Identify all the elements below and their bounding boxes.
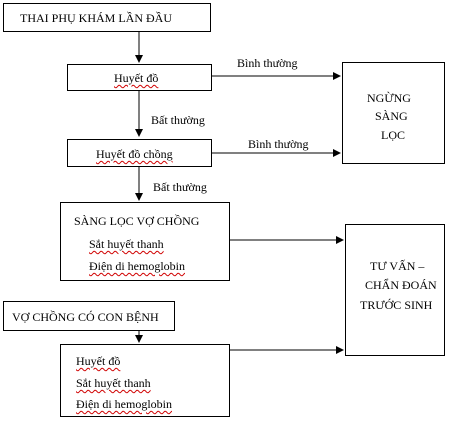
blood-test-box: Huyết đồ xyxy=(67,64,212,91)
edge-label-normal: Bình thường xyxy=(248,137,309,151)
blood-test-label: Huyết đồ xyxy=(114,71,159,85)
spouse-blood-test-label: Huyết đồ chồng xyxy=(96,147,173,161)
edge-label-abnormal: Bất thường xyxy=(151,113,205,127)
counsel-diagnosis-box: TƯ VẤN – CHẨN ĐOÁN TRƯỚC SINH xyxy=(345,224,445,356)
stop-line: LỌC xyxy=(381,128,405,142)
couple-screening-box: SÀNG LỌC VỢ CHỒNG Sắt huyết thanh Điện d… xyxy=(60,202,230,281)
tests-item: Huyết đồ xyxy=(76,354,121,368)
tests-item: Điện di hemoglobin xyxy=(76,397,172,411)
stop-screening-box: NGỪNG SÀNG LỌC xyxy=(342,62,445,164)
couple-screening-item: Sắt huyết thanh xyxy=(89,237,164,251)
counsel-line: TRƯỚC SINH xyxy=(360,298,433,312)
counsel-line: TƯ VẤN – xyxy=(370,259,425,273)
tests-item: Sắt huyết thanh xyxy=(76,376,151,390)
couple-screening-item: Điện di hemoglobin xyxy=(89,259,185,273)
couple-with-sick-child-label: VỢ CHỒNG CÓ CON BỆNH xyxy=(12,310,159,324)
couple-with-child-tests-box: Huyết đồ Sắt huyết thanh Điện di hemoglo… xyxy=(60,344,230,417)
edge-label-abnormal: Bất thường xyxy=(153,180,207,194)
spouse-blood-test-box: Huyết đồ chồng xyxy=(67,139,212,167)
start-label: THAI PHỤ KHÁM LẦN ĐẦU xyxy=(20,11,172,25)
couple-screening-title: SÀNG LỌC VỢ CHỒNG xyxy=(74,214,200,228)
start-box: THAI PHỤ KHÁM LẦN ĐẦU xyxy=(3,3,211,32)
couple-with-sick-child-box: VỢ CHỒNG CÓ CON BỆNH xyxy=(3,301,175,331)
stop-line: SÀNG xyxy=(375,109,408,123)
counsel-line: CHẨN ĐOÁN xyxy=(365,278,437,292)
edge-label-normal: Bình thường xyxy=(237,56,298,70)
stop-line: NGỪNG xyxy=(367,91,411,105)
